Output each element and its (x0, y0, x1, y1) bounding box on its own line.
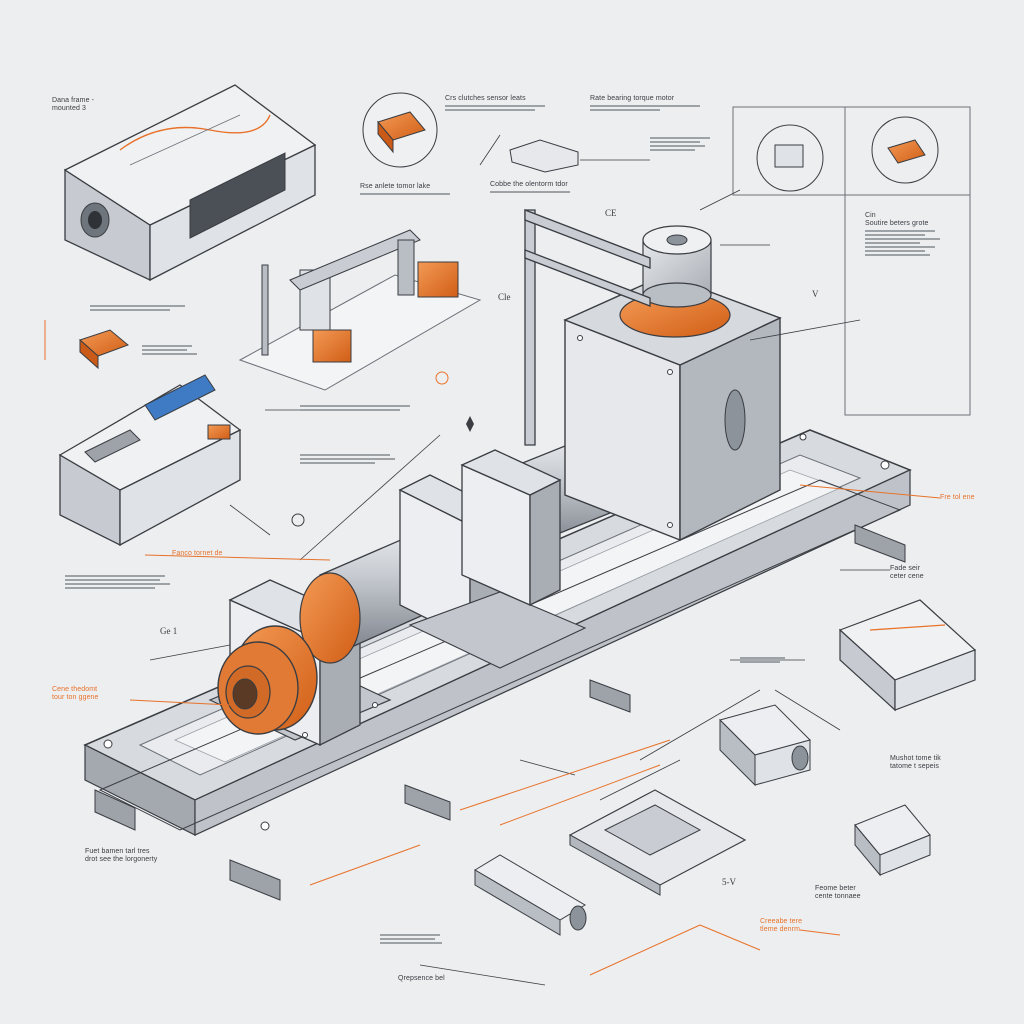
label-frame-title: Dana frame -mounted 3 (52, 97, 95, 112)
servo-motor (719, 704, 811, 787)
code-5v: 5-V (722, 877, 736, 887)
mounting-plate (568, 789, 747, 896)
sensor-blocks (79, 92, 438, 370)
label-spec-box (650, 135, 710, 153)
label-gantry (90, 303, 185, 313)
code-ce: CE (605, 208, 617, 218)
label-right-orange: Fre tol ene (940, 494, 975, 501)
rear-pedestal (460, 449, 562, 607)
brake-unit (854, 804, 931, 877)
base-feet (94, 524, 906, 901)
control-cabinet (63, 84, 317, 282)
encoder-box (838, 599, 977, 712)
label-shaft (300, 403, 410, 413)
leader-lines (149, 134, 890, 986)
label-pedestal (300, 452, 395, 466)
motor-housing (563, 274, 782, 542)
front-hub (217, 625, 318, 735)
code-v: V (812, 289, 819, 299)
detail-icons (756, 116, 939, 192)
power-unit (58, 374, 242, 547)
label-sensor-left (142, 343, 197, 357)
label-top-right: Rate bearing torque motor (590, 95, 700, 113)
code-cle: Cle (498, 292, 511, 302)
linear-actuator (474, 854, 587, 936)
middle-pedestal (398, 474, 587, 669)
code-ge: Ge 1 (160, 626, 178, 636)
label-coupling: Cobbe the olentorm tdor (490, 181, 570, 195)
label-bottom-caption: Qrepsence bel (398, 975, 445, 982)
label-left-block (65, 573, 170, 591)
torque-motor (619, 225, 731, 338)
label-encoder (740, 655, 785, 665)
label-sensor: Rse anlete tomor lake (360, 183, 450, 197)
coupling-part (509, 139, 579, 173)
overhead-frame (524, 209, 651, 446)
detail-panels (732, 106, 971, 416)
label-top-mid: Crs clutches sensor leats (445, 95, 545, 113)
label-actuator (380, 932, 442, 946)
markers (291, 371, 474, 527)
accent-lines (44, 320, 941, 976)
gantry-assembly (238, 229, 482, 391)
label-mid-orange: Fanco tornet de (172, 550, 223, 557)
